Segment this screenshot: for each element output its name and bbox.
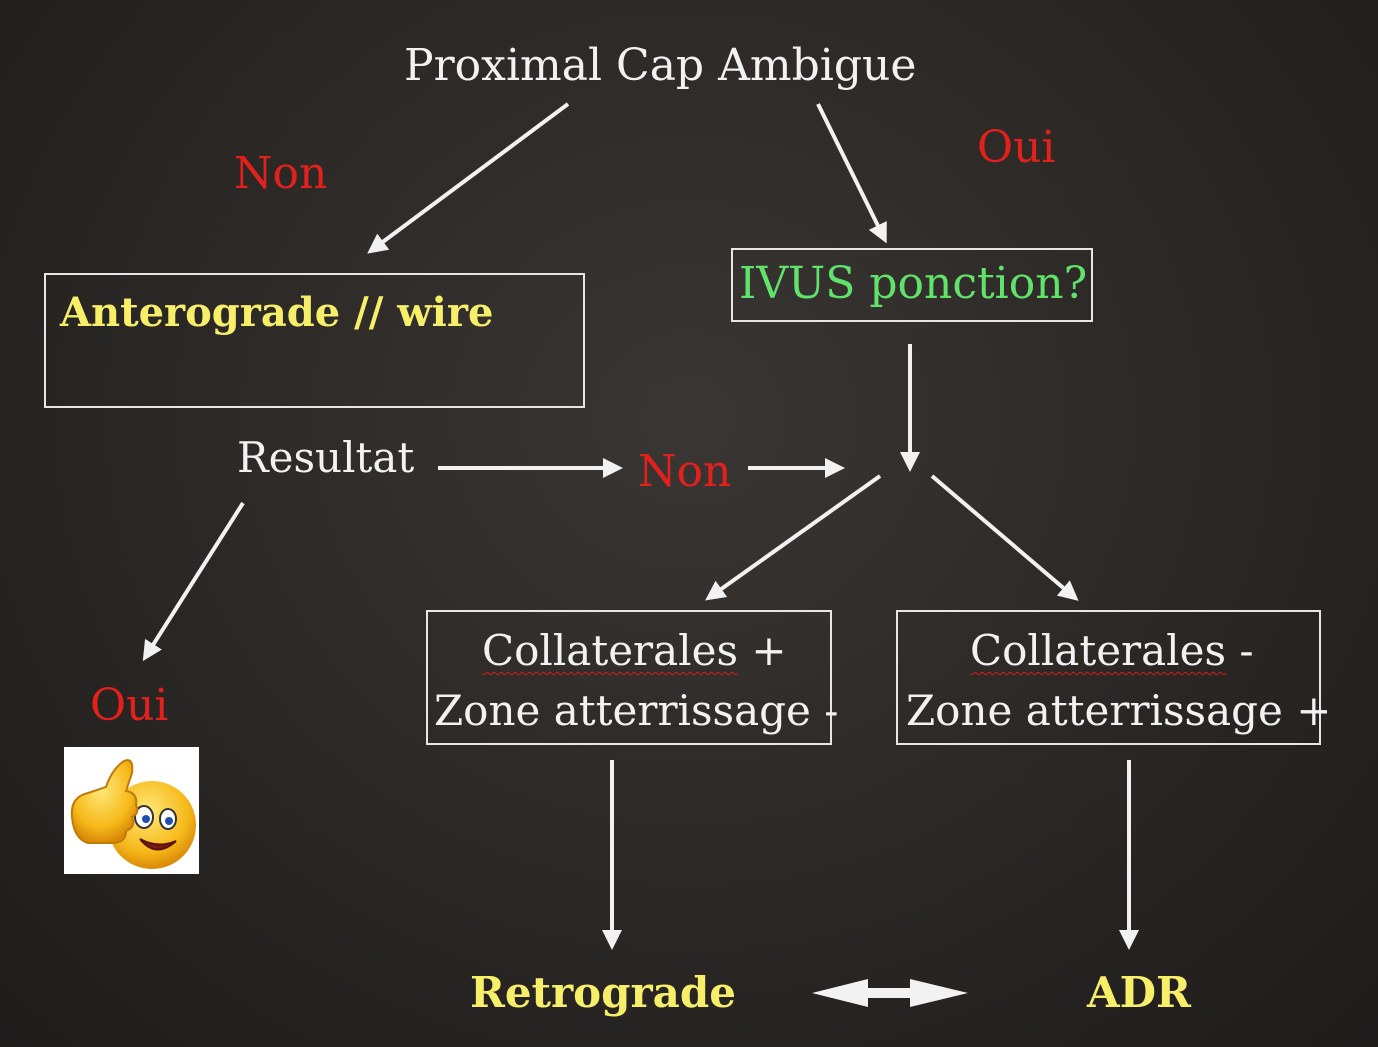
- anterograde-label: Anterograde // wire: [60, 289, 494, 336]
- option-a-line2: Zone atterrissage -: [434, 686, 839, 735]
- arrow-title-to-anterograde: [367, 102, 570, 254]
- branch-yes-label: Oui: [977, 122, 1056, 173]
- arrow-junction-to-option-a: [705, 474, 882, 601]
- anterograde-box: Anterograde // wire: [44, 273, 585, 408]
- arrow-resultat-to-oui: [142, 501, 245, 662]
- resultat-yes-label: Oui: [90, 680, 169, 731]
- double-arrow-icon: [812, 979, 968, 1007]
- option-a-word: Collaterales: [482, 626, 739, 675]
- arrow-title-to-ivus: [816, 103, 887, 244]
- ivus-box: IVUS ponction?: [731, 248, 1093, 322]
- outcome-retrograde: Retrograde: [470, 968, 736, 1017]
- diagram-title: Proximal Cap Ambigue: [404, 40, 917, 91]
- option-a-suffix: +: [738, 626, 787, 675]
- resultat-label: Resultat: [237, 433, 415, 482]
- resultat-no-label: Non: [638, 446, 732, 497]
- outcome-adr: ADR: [1087, 968, 1191, 1017]
- option-a-box: Collaterales + Zone atterrissage -: [426, 610, 838, 745]
- branch-no-label: Non: [234, 148, 328, 199]
- option-b-box: Collaterales - Zone atterrissage +: [896, 610, 1331, 745]
- option-b-line1: Collaterales -: [970, 630, 1254, 672]
- option-b-line2: Zone atterrissage +: [906, 686, 1332, 735]
- ivus-label: IVUS ponction?: [739, 258, 1088, 309]
- arrow-junction-to-option-b: [930, 474, 1079, 601]
- option-b-word: Collaterales: [970, 626, 1227, 675]
- thumbs-up-smiley-icon: [64, 747, 199, 874]
- option-b-suffix: -: [1226, 626, 1254, 675]
- option-a-line1: Collaterales +: [482, 630, 787, 672]
